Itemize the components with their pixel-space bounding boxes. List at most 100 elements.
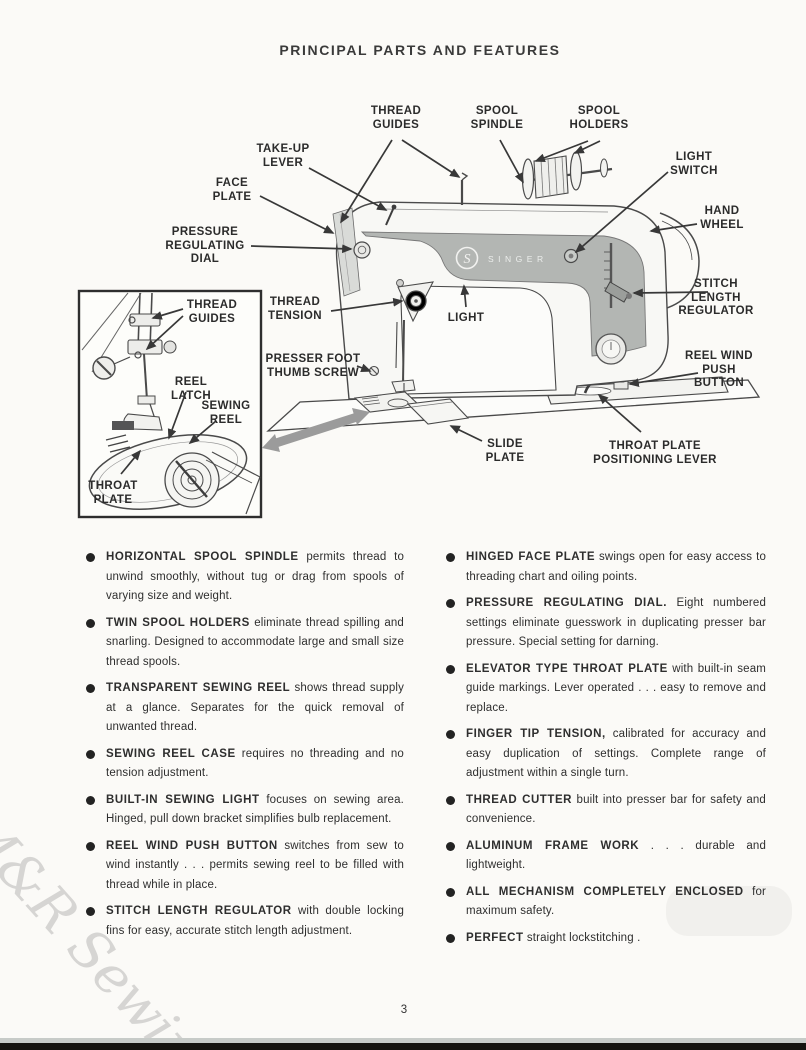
scan-artifact <box>666 886 792 936</box>
spool-holder-right <box>569 151 583 191</box>
feature-term: PERFECT <box>466 931 524 944</box>
brand-name: SINGER <box>488 254 548 264</box>
feature-term: TRANSPARENT SEWING REEL <box>106 682 291 694</box>
feature-item: ELEVATOR TYPE THROAT PLATE with built-in… <box>446 660 766 719</box>
inset-thumb-screw <box>92 356 131 380</box>
feature-item: THREAD CUTTER built into presser bar for… <box>446 791 766 830</box>
spool-holder-left <box>521 158 535 200</box>
bullet-icon <box>86 553 95 562</box>
feature-term: ALL MECHANISM COMPLETELY ENCLOSED <box>466 885 744 898</box>
inset-label-throat-plate: THROAT PLATE <box>88 480 138 506</box>
hand-wheel <box>659 212 700 310</box>
feature-desc: with built-in seam guide markings. Lever… <box>466 662 766 714</box>
feature-term: SEWING REEL CASE <box>106 747 236 760</box>
feature-item: STITCH LENGTH REGULATOR with double lock… <box>86 902 404 941</box>
front-panel: S SINGER <box>360 231 647 365</box>
take-up-lever <box>385 204 397 226</box>
inset-pointer-arrow <box>262 408 370 452</box>
feature-item: ALUMINUM FRAME WORK . . . durable and li… <box>446 837 766 876</box>
pressure-dial <box>353 241 371 259</box>
feature-desc: focuses on sewing area. Hinged, pull dow… <box>106 793 404 826</box>
feature-item: REEL WIND PUSH BUTTON switches from sew … <box>86 837 404 896</box>
feature-item: FINGER TIP TENSION, calibrated for accur… <box>446 725 766 784</box>
feature-item: HINGED FACE PLATE swings open for easy a… <box>446 548 766 587</box>
features-column-left: HORIZONTAL SPOOL SPINDLE permits thread … <box>86 548 404 948</box>
label-presser-foot-thumb-screw: PRESSER FOOT THUMB SCREW <box>265 353 361 379</box>
page-number: 3 <box>400 1004 408 1016</box>
feature-desc: swings open for easy access to threading… <box>466 551 766 583</box>
label-throat-plate-positioning-lever: THROAT PLATE POSITIONING LEVER <box>593 440 717 466</box>
bullet-icon <box>446 553 455 562</box>
feature-item: BUILT-IN SEWING LIGHT focuses on sewing … <box>86 791 404 830</box>
spool-assembly <box>521 151 613 200</box>
label-reel-wind-push-button: REEL WIND PUSH BUTTON <box>685 350 753 390</box>
thread-guide-post <box>460 172 469 205</box>
inset-thread-guide-upper <box>128 316 136 324</box>
feature-term: TWIN SPOOL HOLDERS <box>106 616 250 629</box>
scan-edge-dark <box>0 1043 806 1050</box>
feature-item: TWIN SPOOL HOLDERS eliminate thread spil… <box>86 614 404 673</box>
label-thread-tension: THREAD TENSION <box>268 296 322 322</box>
feature-item: SEWING REEL CASE requires no threading a… <box>86 745 404 784</box>
feature-term: HINGED FACE PLATE <box>466 551 596 563</box>
features-column-right: HINGED FACE PLATE swings open for easy a… <box>446 548 766 955</box>
feature-desc: . . . durable and lightweight. <box>466 839 767 872</box>
inset-reel-latch <box>175 460 208 498</box>
bullet-icon <box>446 841 455 851</box>
feature-term: THREAD CUTTER <box>466 793 573 806</box>
sewing-machine-diagram: S SINGER <box>77 139 761 519</box>
label-spool-holders: SPOOL HOLDERS <box>569 105 629 131</box>
feature-item: TRANSPARENT SEWING REEL shows thread sup… <box>86 679 404 738</box>
stitch-length-regulator <box>604 243 632 308</box>
inset-seam-guides <box>105 434 131 453</box>
feature-desc: with double locking fins for easy, accur… <box>106 905 404 937</box>
needle-bar-assembly <box>368 319 416 395</box>
feature-item: ALL MECHANISM COMPLETELY ENCLOSED for ma… <box>446 883 766 922</box>
feature-desc: calibrated for accuracy and easy duplica… <box>466 728 767 779</box>
feature-desc: built into presser bar for safety and co… <box>466 793 766 826</box>
feature-item: PERFECT straight lockstitching . <box>446 929 766 949</box>
bed-plates <box>353 391 470 425</box>
bullet-icon <box>86 795 95 805</box>
feature-term: STITCH LENGTH REGULATOR <box>106 905 292 917</box>
bullet-icon <box>86 618 95 628</box>
inset-needle-bar <box>143 353 148 401</box>
feature-term: HORIZONTAL SPOOL SPINDLE <box>106 551 299 563</box>
feature-item: HORIZONTAL SPOOL SPINDLE permits thread … <box>86 548 404 607</box>
feature-term: FINGER TIP TENSION, <box>466 728 606 740</box>
tension-assembly <box>396 279 434 323</box>
inset-thread-guide-lower <box>134 351 142 359</box>
light-switch <box>563 248 579 264</box>
label-hand-wheel: HAND WHEEL <box>700 205 744 231</box>
bullet-icon <box>86 907 95 916</box>
bullet-icon <box>86 684 95 693</box>
feature-desc: eliminate thread spilling and snarling. … <box>106 616 404 668</box>
brand-badge-circle <box>455 246 479 270</box>
bullet-icon <box>446 730 455 739</box>
sewing-reel-cover <box>387 398 409 408</box>
feature-term: BUILT-IN SEWING LIGHT <box>106 793 260 806</box>
bullet-icon <box>446 664 455 674</box>
label-pressure-regulating-dial: PRESSURE REGULATING DIAL <box>165 226 245 266</box>
label-stitch-length-regulator: STITCH LENGTH REGULATOR <box>678 278 754 318</box>
feature-term: REEL WIND PUSH BUTTON <box>106 839 278 852</box>
panel-dial <box>595 333 627 365</box>
bullet-icon <box>86 749 95 759</box>
feature-item: PRESSURE REGULATING DIAL. Eight numbered… <box>446 594 766 653</box>
label-face-plate: FACE PLATE <box>212 177 252 203</box>
feature-term: ELEVATOR TYPE THROAT PLATE <box>466 662 668 675</box>
label-slide-plate: SLIDE PLATE <box>485 438 525 464</box>
inset-marking-block <box>112 421 134 430</box>
inset-label-sewing-reel: SEWING REEL <box>201 400 251 426</box>
label-take-up-lever: TAKE-UP LEVER <box>256 143 310 169</box>
feature-term: PRESSURE REGULATING DIAL. <box>466 597 667 609</box>
leader-arrows <box>120 139 709 475</box>
feature-desc: permits thread to unwind smoothly, witho… <box>106 551 404 602</box>
scan-edge-gray <box>0 1038 806 1043</box>
feature-desc: Eight numbered settings eliminate guessw… <box>466 597 766 648</box>
label-spool-spindle: SPOOL SPINDLE <box>470 105 524 131</box>
feature-desc: straight lockstitching . <box>526 931 641 944</box>
bullet-icon <box>446 795 455 805</box>
page-title: PRINCIPAL PARTS AND FEATURES <box>279 42 561 58</box>
